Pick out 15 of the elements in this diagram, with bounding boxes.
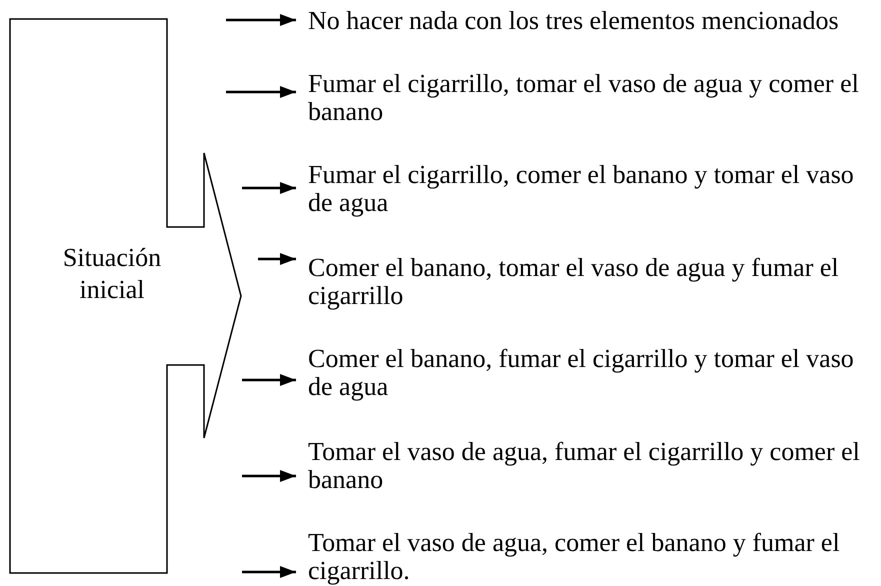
node-label: Situación inicial [62, 242, 162, 306]
option-text: Fumar el cigarrillo, comer el banano y tomar el vaso de agua [308, 160, 854, 217]
option-text: Tomar el vaso de agua, comer el banano y fumar el cigarrillo. [308, 528, 840, 585]
arrow [226, 14, 296, 26]
arrow [242, 182, 296, 194]
arrow [242, 374, 296, 386]
option-text: Comer el banano, fumar el cigarrillo y tomar el vaso de agua [308, 344, 854, 401]
arrow [242, 566, 296, 578]
arrow [258, 253, 296, 265]
option-text: Comer el banano, tomar el vaso de agua y fumar el cigarrillo [308, 253, 839, 310]
option-text: Fumar el cigarrillo, tomar el vaso de agua y comer el banano [308, 69, 859, 126]
arrow [242, 470, 296, 482]
option-text: No hacer nada con los tres elementos mencionados [308, 6, 839, 35]
arrow [226, 86, 296, 98]
option-text: Tomar el vaso de agua, fumar el cigarrillo y comer el banano [308, 437, 860, 494]
